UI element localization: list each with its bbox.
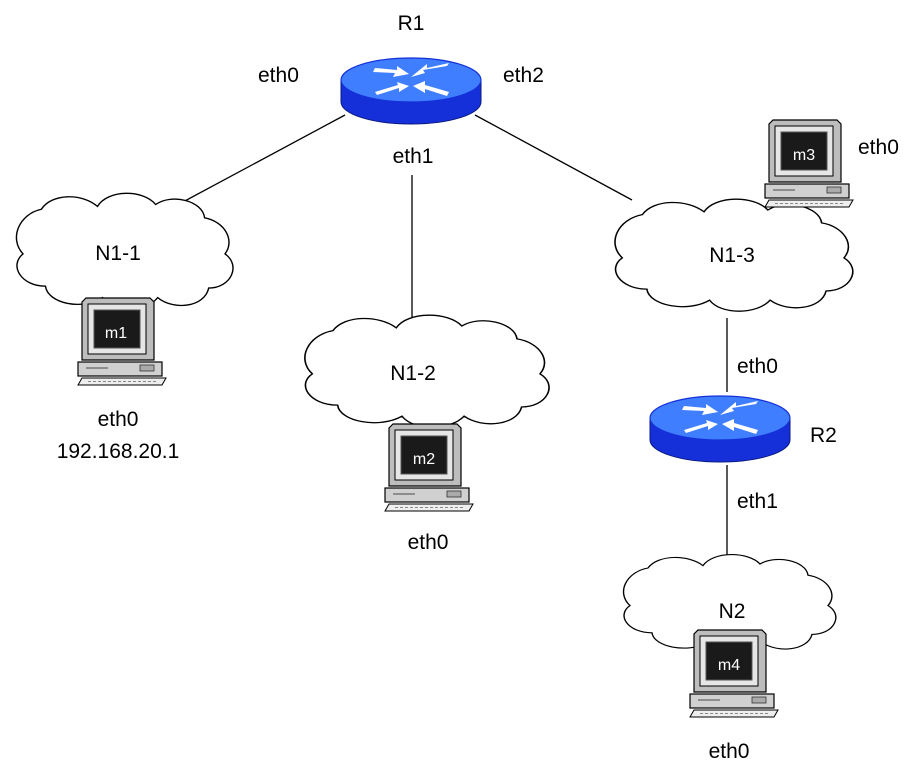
router-r1-eth1-label: eth1 [393,145,434,168]
router-r2-eth1-label: eth1 [737,490,778,513]
host-m3-screen-label: m3 [793,147,815,164]
network-n1-1-label: N1-1 [95,242,141,265]
link-r1-n1-3 [474,114,633,201]
link-r1-n1-1 [167,114,346,211]
network-n2-label: N2 [719,600,746,623]
host-m1-screen-label: m1 [105,325,127,342]
host-m4-eth0-label: eth0 [709,740,750,763]
router-r2-label: R2 [810,424,837,447]
host-m2-eth0-label: eth0 [408,531,449,554]
router-r1-icon [340,57,482,125]
router-r1-eth0-label: eth0 [258,64,299,87]
router-r1-label: R1 [398,12,425,35]
router-r2-icon [649,395,791,463]
links [167,114,728,555]
network-n1-3-label: N1-3 [709,244,755,267]
host-m1-eth0-label: eth0 [98,408,139,431]
host-m2-screen-label: m2 [413,451,435,468]
router-r1-eth2-label: eth2 [503,64,544,87]
host-m4-screen-label: m4 [718,657,740,674]
host-m3-eth0-label: eth0 [858,136,899,159]
host-m1-ip-label: 192.168.20.1 [57,440,180,463]
network-n1-2-label: N1-2 [390,362,436,385]
router-r2-eth0-label: eth0 [737,355,778,378]
